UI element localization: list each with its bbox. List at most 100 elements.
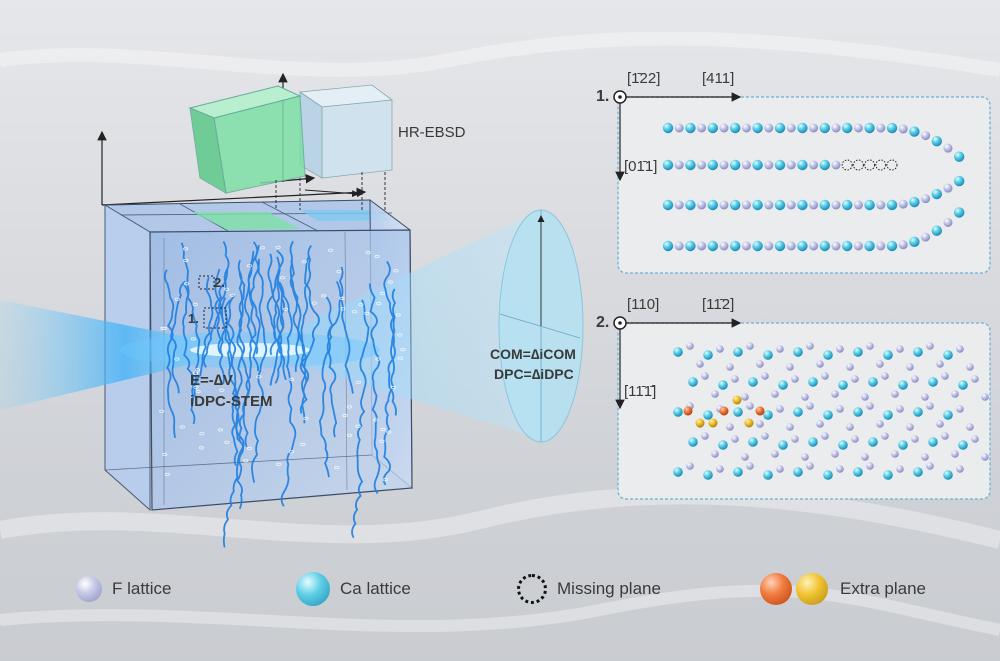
f-atom: [696, 360, 704, 368]
ca-atom: [673, 407, 683, 417]
ca-atom: [886, 240, 898, 252]
ca-atom: [819, 122, 830, 134]
f-atom: [966, 363, 974, 371]
f-atom: [791, 435, 799, 443]
f-atom: [861, 393, 869, 401]
void-dot: [276, 462, 282, 466]
ca-atom: [752, 159, 763, 171]
missing-atom: [852, 159, 864, 171]
ca-atom: [733, 407, 743, 417]
ca-atom: [883, 470, 893, 480]
void-dot: [311, 301, 317, 305]
f-atom: [756, 360, 764, 368]
dislocation-line: [278, 281, 297, 507]
f-atom: [926, 402, 934, 410]
f-atom: [906, 363, 914, 371]
legend-missing-plane: Missing plane: [517, 572, 661, 606]
void-dot: [303, 416, 309, 421]
void-dot: [355, 424, 361, 428]
void-dot: [300, 442, 306, 446]
ca-atom: [842, 240, 853, 252]
f-atom: [746, 462, 754, 470]
ebsd-region-blue: [300, 210, 390, 221]
extra-atom: [755, 406, 765, 416]
dislocation-line: [325, 296, 338, 438]
f-atom: [936, 420, 944, 428]
ca-atom: [838, 440, 848, 450]
f-atom: [821, 372, 829, 380]
ca-atom: [752, 199, 763, 211]
void-dot: [346, 405, 352, 409]
ca-atom: [954, 151, 965, 162]
ca-atom: [763, 350, 773, 360]
ca-atom: [763, 470, 773, 480]
dislocation-line: [318, 266, 344, 478]
f-atom: [719, 123, 729, 133]
f-atom: [911, 435, 919, 443]
f-atom: [943, 183, 953, 193]
extra-atom: [732, 395, 742, 405]
void-dot: [334, 465, 340, 470]
void-dot: [365, 251, 371, 255]
f-atom: [876, 200, 886, 210]
f-atom: [853, 241, 863, 251]
f-atom: [719, 241, 729, 251]
f-atom: [741, 123, 751, 133]
f-atom: [686, 342, 694, 350]
void-dot: [379, 439, 385, 443]
ca-atom: [662, 122, 674, 134]
void-dot: [380, 427, 386, 432]
void-dot: [179, 425, 185, 429]
void-dot: [387, 280, 394, 284]
void-dot: [395, 313, 401, 317]
f-atom: [891, 450, 899, 458]
dislocation-line: [299, 244, 313, 414]
dotted-circle-icon: [517, 574, 547, 604]
ca-atom: [842, 199, 853, 211]
f-atom: [926, 342, 934, 350]
ca-atom: [898, 380, 908, 390]
f-atom: [876, 360, 884, 368]
ebsd-region-green: [192, 212, 300, 230]
missing-atom: [841, 159, 853, 171]
void-dot: [282, 307, 289, 311]
ca-atom: [673, 347, 683, 357]
dislocation-line: [266, 253, 287, 381]
ca-atom: [943, 350, 953, 360]
ca-atom: [928, 437, 938, 447]
void-dot: [193, 385, 199, 389]
f-atom: [896, 345, 904, 353]
f-atom: [876, 241, 886, 251]
orange-ball-icon: [760, 573, 792, 605]
f-atom: [801, 393, 809, 401]
f-atom: [851, 375, 859, 383]
f-atom: [674, 123, 684, 133]
f-atom: [876, 123, 886, 133]
missing-atom: [864, 159, 876, 171]
void-dot: [183, 247, 189, 251]
f-atom: [971, 435, 979, 443]
f-atom: [674, 241, 684, 251]
f-atom: [741, 393, 749, 401]
dislocation-line: [368, 283, 381, 495]
ca-atom: [748, 377, 758, 387]
ca-atom: [797, 199, 808, 211]
f-atom: [836, 465, 844, 473]
ca-atom: [954, 175, 965, 187]
ca-atom: [853, 407, 863, 417]
ca-atom: [774, 159, 786, 171]
void-dot: [340, 307, 346, 311]
ca-atom: [954, 207, 965, 218]
ca-atom: [823, 350, 833, 360]
ca-atom: [909, 236, 920, 248]
ca-atom: [793, 467, 803, 477]
void-dot: [339, 296, 345, 300]
ca-atom: [819, 199, 830, 211]
void-dot: [217, 428, 224, 432]
void-dot: [192, 371, 198, 375]
void-dot: [243, 459, 249, 463]
f-atom: [741, 241, 751, 251]
f-atom: [764, 160, 774, 170]
f-atom: [861, 453, 869, 461]
void-dot: [301, 260, 307, 264]
